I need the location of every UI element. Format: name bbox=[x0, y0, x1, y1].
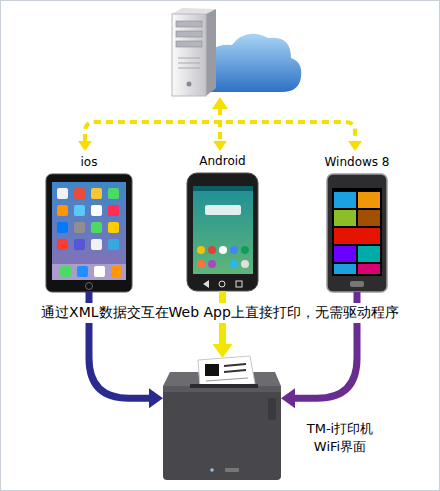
printer-caption: TM-i打印机 WiFi界面 bbox=[299, 420, 381, 455]
tablet-device: ios bbox=[46, 174, 132, 292]
phone-device: Windows 8 bbox=[327, 174, 387, 292]
arrow-head bbox=[149, 388, 163, 408]
print-flow-arrow bbox=[213, 291, 233, 358]
receipt-printer bbox=[163, 356, 281, 480]
arrow-head bbox=[281, 388, 295, 408]
phone-device: Android bbox=[187, 173, 258, 291]
description-text: 通过XML数据交互在Web App上直接打印，无需驱动程序 bbox=[38, 303, 402, 323]
server-tower bbox=[172, 8, 216, 96]
platform-label: Windows 8 bbox=[324, 155, 389, 169]
ipad-tablet bbox=[46, 174, 132, 292]
printer-node: TM-i打印机 WiFi界面 bbox=[163, 358, 281, 480]
data-exchange-heads bbox=[78, 97, 362, 151]
arrow-head bbox=[213, 344, 233, 358]
platform-label: ios bbox=[81, 155, 98, 169]
windows-phone bbox=[327, 174, 387, 292]
data-exchange-lines bbox=[85, 108, 355, 141]
android-phone bbox=[187, 173, 258, 291]
platform-label: Android bbox=[199, 154, 245, 168]
